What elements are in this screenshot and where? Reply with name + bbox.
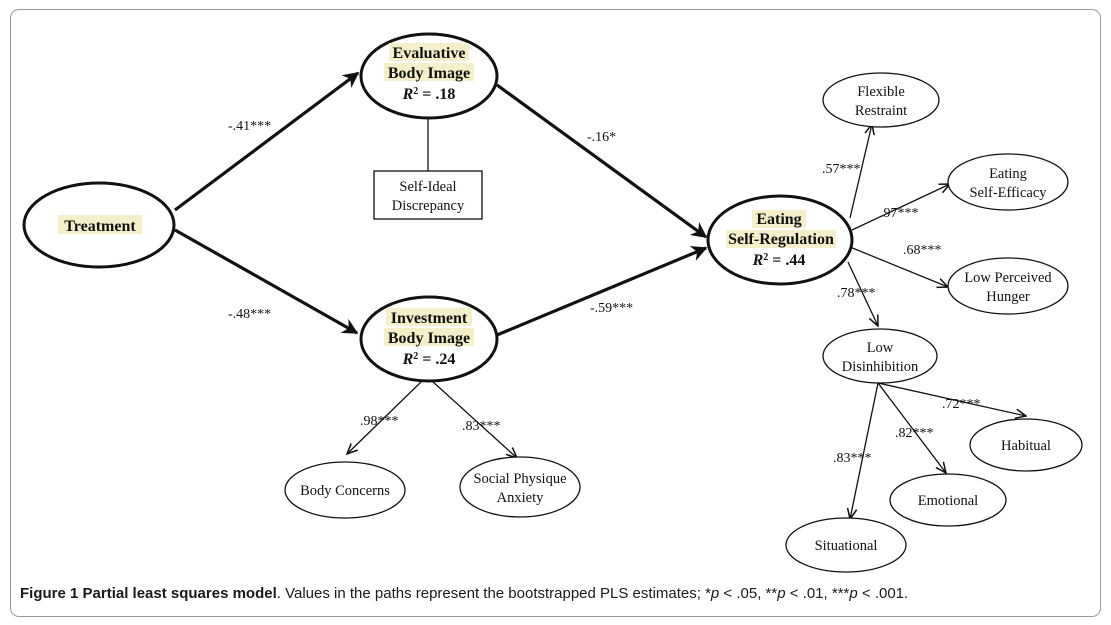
highlight-eating-2: [726, 230, 836, 248]
arrow-eating-flexible: [849, 124, 872, 219]
label-investment-r2: R2 = .24: [402, 351, 456, 369]
arrow-eating-hunger: [849, 246, 948, 287]
label-eating-line1: Eating: [756, 211, 801, 228]
label-habitual: Habitual: [1001, 438, 1051, 454]
label-treatment: Treatment: [64, 218, 136, 235]
figure-caption: Figure 1 Partial least squares model. Va…: [20, 585, 1090, 602]
label-efficacy-line1: Eating: [989, 166, 1027, 182]
coef-body-concerns: .98***: [360, 414, 399, 429]
node-social: [459, 456, 581, 518]
node-habitual: [969, 418, 1083, 472]
coef-social: .83***: [462, 419, 501, 434]
coef-habitual: .72***: [942, 397, 981, 412]
coef-eval-eat: -.16*: [587, 130, 616, 145]
caption-p1: p: [710, 585, 720, 602]
label-flexible-line1: Flexible: [857, 84, 905, 100]
label-efficacy-line2: Self-Efficacy: [969, 185, 1047, 201]
arrow-disinhibition-emotional: [877, 382, 946, 473]
label-hunger-line1: Low Perceived: [964, 270, 1052, 286]
coef-treat-eval: -.41***: [228, 119, 271, 134]
path-evaluative-eating: [496, 83, 708, 239]
arrow-disinhibition-habitual: [877, 382, 1026, 416]
highlight-evaluative-2: [384, 63, 474, 81]
label-situational: Situational: [815, 538, 878, 554]
label-social-line2: Anxiety: [497, 490, 544, 506]
path-treatment-investment: [174, 228, 359, 335]
label-hunger-line2: Hunger: [986, 289, 1030, 305]
highlight-treatment: [58, 215, 142, 234]
caption-t1: < .05, **: [719, 585, 778, 602]
node-hunger: [947, 257, 1069, 315]
node-situational: [785, 517, 907, 573]
highlight-eating-1: [752, 210, 806, 228]
caption-t3: < .001.: [857, 585, 909, 602]
caption-text: . Values in the paths represent the boot…: [276, 585, 711, 602]
coef-disinhibition: .78***: [837, 286, 876, 301]
caption-p2: p: [777, 585, 786, 602]
coef-hunger: .68***: [903, 243, 942, 258]
label-flexible-line2: Restraint: [855, 103, 907, 119]
coef-efficacy: .97***: [880, 206, 919, 221]
arrow-investment-social: [431, 380, 517, 458]
coef-flexible: .57***: [822, 162, 861, 177]
path-investment-eating: [496, 246, 708, 337]
label-investment-line2: Body Image: [388, 330, 470, 347]
node-self-ideal: [373, 170, 483, 220]
label-self-ideal-line2: Discrepancy: [392, 198, 465, 214]
coef-emotional: .82***: [895, 426, 934, 441]
highlight-investment-2: [384, 328, 474, 346]
label-self-ideal-line1: Self-Ideal: [399, 179, 456, 195]
caption-t2: < .01, ***: [785, 585, 850, 602]
highlight-investment-1: [386, 308, 472, 326]
node-flexible: [822, 72, 940, 128]
label-disinhibition-line2: Disinhibition: [842, 359, 919, 375]
coef-treat-inv: -.48***: [228, 307, 271, 322]
highlight-evaluative-1: [389, 43, 469, 61]
node-emotional: [889, 473, 1007, 527]
label-social-line1: Social Physique: [473, 471, 566, 487]
label-evaluative-r2: R2 = .18: [402, 86, 456, 104]
label-emotional: Emotional: [918, 493, 978, 509]
arrow-eating-disinhibition: [847, 261, 878, 326]
label-disinhibition-line1: Low: [867, 340, 894, 356]
arrow-investment-bodyconcerns: [347, 380, 423, 454]
label-evaluative-line1: Evaluative: [393, 45, 466, 62]
arrow-disinhibition-situational: [850, 382, 879, 519]
arrow-eating-efficacy: [851, 184, 950, 231]
caption-title: Figure 1 Partial least squares model: [20, 585, 277, 602]
coef-situational: .83***: [833, 451, 872, 466]
node-efficacy: [947, 153, 1069, 211]
path-treatment-evaluative: [174, 71, 360, 212]
caption-p3: p: [849, 585, 858, 602]
coef-inv-eat: -.59***: [590, 301, 633, 316]
label-body-concerns: Body Concerns: [300, 483, 390, 499]
label-investment-line1: Investment: [391, 310, 468, 327]
label-eating-line2: Self-Regulation: [728, 231, 834, 248]
node-disinhibition: [822, 328, 938, 384]
node-body-concerns: [284, 461, 406, 519]
label-evaluative-line2: Body Image: [388, 65, 470, 82]
label-eating-r2: R2 = .44: [752, 252, 806, 270]
